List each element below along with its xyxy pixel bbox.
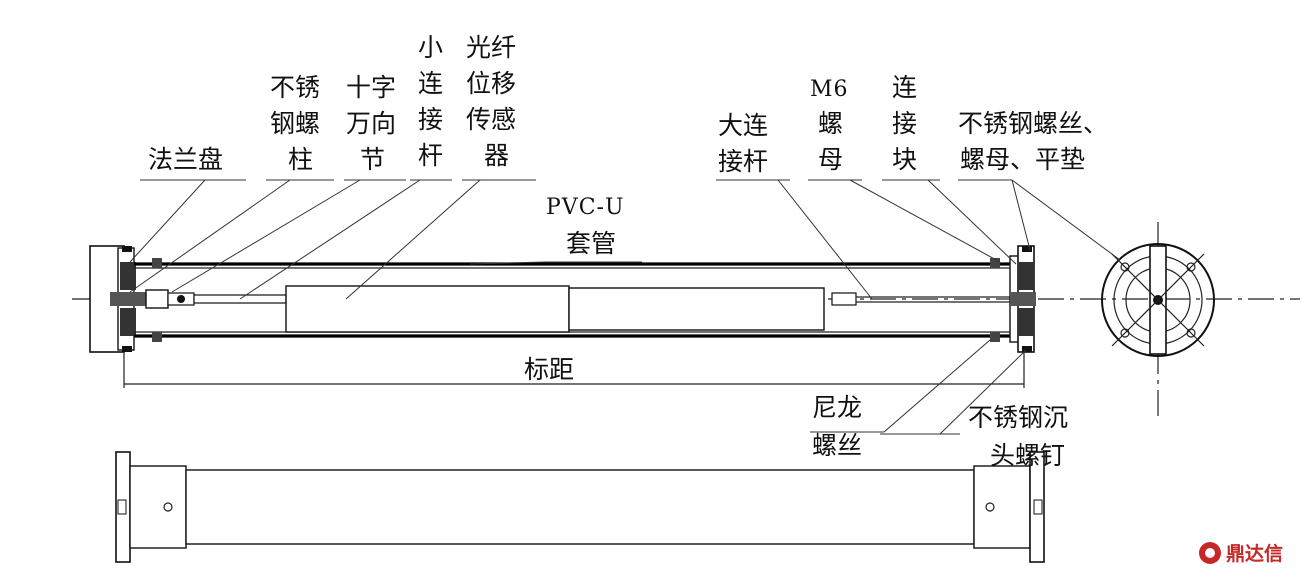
fiber-sensor-rod — [568, 287, 825, 331]
end-view-outer-circle — [1101, 243, 1215, 357]
right-stud-part — [1010, 292, 1036, 306]
label-connector-block-3: 块 — [892, 145, 917, 174]
right-flange-section-lower — [1018, 308, 1034, 336]
leader-sensor — [345, 179, 481, 300]
label-universal-joint-3: 节 — [360, 145, 385, 174]
label-stainless-stud-2: 钢螺 — [270, 109, 320, 138]
label-flange: 法兰盘 — [148, 145, 223, 174]
label-m6-nut-3: 母 — [818, 145, 843, 174]
leader-nylon — [883, 339, 991, 433]
watermark: 鼎达信 — [1199, 542, 1283, 565]
label-stainless-stud-3: 柱 — [288, 145, 313, 174]
right-bolt-bottom — [1022, 346, 1032, 352]
exterior-left-slot — [117, 499, 127, 515]
m6-nut-part — [831, 292, 857, 306]
label-small-rod-1: 小 — [418, 33, 443, 62]
exterior-left-collar — [129, 465, 187, 549]
nylon-screw-right-bottom — [990, 332, 1000, 342]
universal-joint-part — [145, 289, 169, 309]
exterior-right-collar — [973, 465, 1031, 549]
watermark-text: 鼎达信 — [1226, 542, 1283, 565]
label-pvc-sleeve-1: PVC-U — [546, 195, 625, 220]
label-m6-nut-2: 螺 — [818, 109, 843, 138]
leader-small-rod — [239, 179, 421, 300]
label-stainless-stud-1: 不锈 — [270, 73, 320, 102]
label-connector-block-1: 连 — [892, 73, 917, 102]
label-universal-joint-1: 十字 — [346, 73, 396, 102]
leader-stud — [129, 179, 291, 293]
label-small-rod-3: 接 — [418, 105, 443, 134]
labels: 法兰盘 不锈 钢螺 柱 十字 万向 节 小 连 接 杆 光纤 位移 传感 器 P… — [148, 33, 1108, 470]
leader-lines — [129, 179, 1121, 435]
label-fiber-sensor-4: 器 — [484, 141, 509, 170]
leader-block — [927, 179, 1017, 265]
exterior-left-hole — [163, 502, 173, 512]
stainless-stud-part — [110, 292, 146, 306]
label-nylon-screw-2: 螺丝 — [812, 431, 862, 460]
end-view-bolt-hole-3 — [1120, 328, 1130, 338]
universal-joint-pin — [177, 295, 185, 303]
leader-countersunk — [939, 349, 1027, 435]
nylon-screw-right-top — [990, 258, 1000, 268]
leader-pvc — [469, 261, 547, 265]
exterior-right-hole — [985, 502, 995, 512]
left-flange-section-lower — [120, 308, 136, 336]
section-view — [72, 245, 1300, 388]
right-bolt-top — [1022, 246, 1032, 252]
label-small-rod-4: 杆 — [418, 141, 443, 170]
end-view-bolt-hole-4 — [1186, 328, 1196, 338]
label-fiber-sensor-2: 位移 — [466, 69, 516, 98]
fiber-sensor-body — [285, 285, 570, 333]
leader-m6 — [849, 179, 1001, 263]
label-nylon-screw-1: 尼龙 — [812, 393, 862, 422]
exterior-view — [115, 451, 1045, 563]
nylon-screw-left-bottom — [152, 332, 162, 342]
end-view-diag-2 — [1111, 253, 1205, 347]
end-view-bolt-hole-2 — [1186, 262, 1196, 272]
watermark-logo-inner — [1205, 548, 1215, 558]
leader-big-rod — [777, 179, 873, 300]
label-universal-joint-2: 万向 — [346, 109, 396, 138]
right-flange-section-upper — [1018, 262, 1034, 290]
label-big-rod-2: 接杆 — [718, 147, 768, 176]
label-pvc-sleeve-2: 套管 — [566, 229, 616, 258]
end-view — [1101, 222, 1215, 420]
nylon-screw-left-top — [152, 258, 162, 268]
leader-joint — [171, 179, 361, 293]
left-bolt-top — [122, 246, 132, 252]
left-bolt-bottom — [122, 346, 132, 352]
label-countersunk-1: 不锈钢沉 — [968, 403, 1068, 432]
label-big-rod-1: 大连 — [718, 111, 768, 140]
label-gauge-length: 标距 — [524, 355, 574, 384]
leader-bolt-set-2 — [1011, 179, 1121, 261]
leader-flange — [129, 179, 206, 263]
leader-bolt-set-1 — [1011, 179, 1031, 251]
label-fiber-sensor-3: 传感 — [466, 105, 516, 134]
label-bolt-set-1: 不锈钢螺丝、 — [958, 109, 1108, 138]
label-connector-block-2: 接 — [892, 109, 917, 138]
end-view-bolt-hole-1 — [1120, 262, 1130, 272]
label-small-rod-2: 连 — [418, 69, 443, 98]
label-fiber-sensor-1: 光纤 — [466, 33, 516, 62]
label-countersunk-2: 头螺钉 — [990, 441, 1065, 470]
exterior-tube-body — [185, 469, 975, 545]
left-flange-section-upper — [120, 262, 136, 290]
label-m6-nut-1: M6 — [810, 77, 849, 102]
label-bolt-set-2: 螺母、平垫 — [960, 145, 1085, 174]
exterior-right-slot — [1033, 499, 1043, 515]
